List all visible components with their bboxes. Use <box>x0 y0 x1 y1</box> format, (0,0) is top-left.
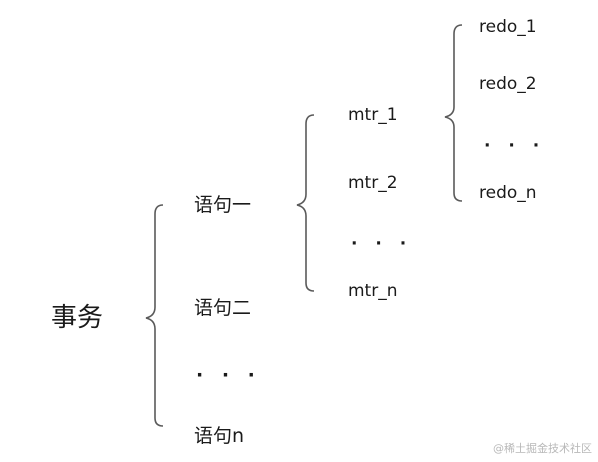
statement-ellipsis: · · · <box>196 364 261 386</box>
mtr-2-label: mtr_2 <box>348 173 398 193</box>
statement-1-label: 语句一 <box>194 194 252 216</box>
root-brace <box>145 204 164 427</box>
mtr-ellipsis: · · · <box>351 234 413 254</box>
watermark: @稀土掘金技术社区 <box>493 442 592 455</box>
redo-n-label: redo_n <box>479 183 537 203</box>
mtr-1-label: mtr_1 <box>348 105 398 125</box>
statement-n-label: 语句n <box>194 425 245 447</box>
redo-ellipsis: · · · <box>484 136 546 156</box>
statement-2-label: 语句二 <box>194 297 252 319</box>
transaction-label: 事务 <box>51 303 104 333</box>
mtr-brace <box>444 24 463 202</box>
redo-2-label: redo_2 <box>479 74 537 94</box>
statement-brace <box>296 114 315 292</box>
mtr-n-label: mtr_n <box>348 281 398 301</box>
redo-1-label: redo_1 <box>479 17 537 37</box>
